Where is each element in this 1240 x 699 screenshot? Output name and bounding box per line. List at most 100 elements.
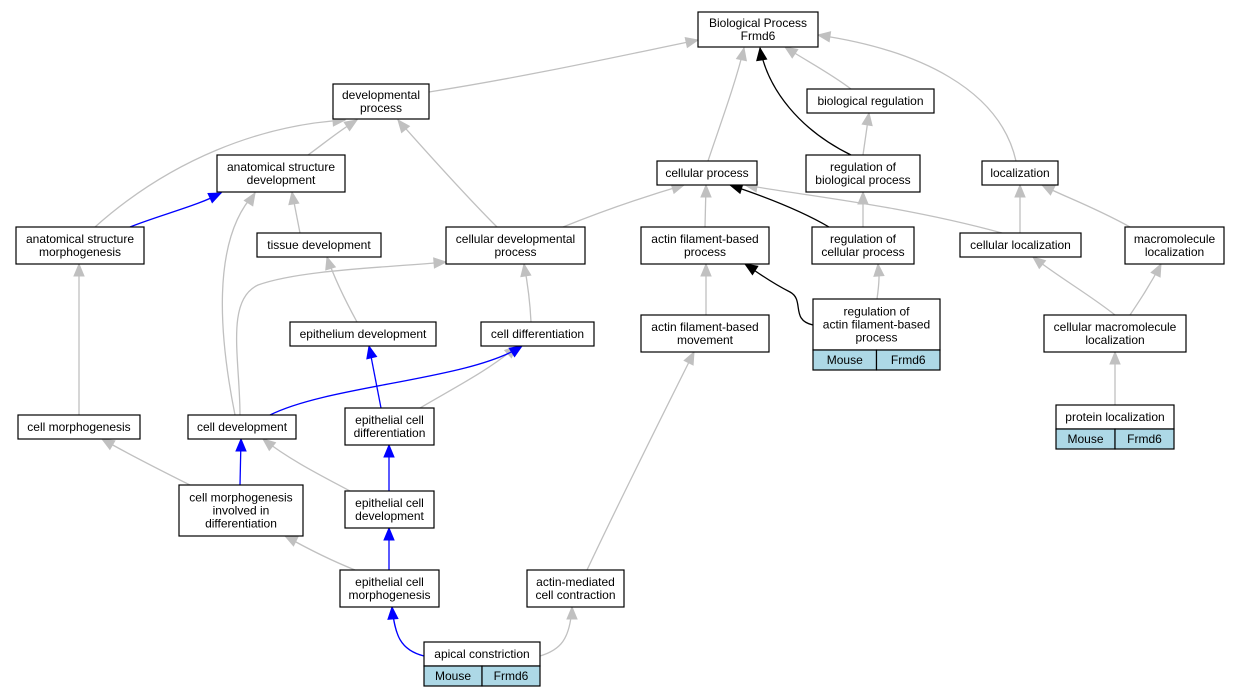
- node-label: process: [684, 245, 726, 259]
- go-term-node[interactable]: apical constriction: [423, 641, 541, 667]
- go-term-node[interactable]: cellular localization: [959, 232, 1082, 258]
- edge-arrowhead: [1040, 184, 1056, 196]
- node-box: [1043, 314, 1187, 353]
- node-label: development: [247, 173, 316, 187]
- node-box: [959, 232, 1082, 258]
- node-label: localization: [1145, 245, 1204, 259]
- go-term-node[interactable]: cell development: [187, 414, 297, 440]
- is-a-edge: [539, 606, 573, 657]
- edge-arrowhead: [1150, 262, 1162, 278]
- node-label: process: [494, 245, 536, 259]
- edge-arrowhead: [100, 438, 116, 451]
- go-term-node[interactable]: protein localization: [1055, 404, 1175, 430]
- node-label: epithelial cell: [355, 575, 424, 589]
- is-a-edge: [1032, 256, 1116, 316]
- go-term-node[interactable]: localization: [981, 160, 1059, 186]
- node-label: regulation of: [830, 160, 897, 174]
- edge-arrowhead: [861, 111, 873, 127]
- edge-arrowhead: [783, 46, 799, 59]
- node-label: epithelial cell: [355, 413, 424, 427]
- go-term-node[interactable]: cellular process: [656, 160, 758, 186]
- gene-cell: [875, 349, 941, 371]
- edge-arrowhead: [743, 263, 759, 276]
- gene-cell: [1114, 428, 1175, 450]
- node-label: actin-mediated: [536, 575, 615, 589]
- is-a-edge: [817, 34, 1017, 162]
- go-term-node[interactable]: cell morphogenesis: [17, 414, 141, 440]
- edge-arrowhead: [684, 36, 700, 49]
- node-label: differentiation: [205, 517, 277, 531]
- is-a-edge: [262, 438, 351, 492]
- edge-arrowhead: [73, 262, 85, 277]
- node-label: process: [360, 101, 402, 115]
- node-label: anatomical structure: [26, 232, 134, 246]
- node-label: epithelial cell: [355, 496, 424, 510]
- node-label: cellular developmental: [456, 232, 575, 246]
- go-term-node[interactable]: tissue development: [256, 232, 382, 258]
- node-label: process: [855, 331, 897, 345]
- part-of-edge: [129, 192, 222, 228]
- go-term-node[interactable]: epithelium development: [289, 321, 437, 347]
- edge-arrowhead: [566, 605, 578, 620]
- node-label: cellular process: [821, 245, 904, 259]
- node-box: [15, 226, 145, 265]
- edge-arrowhead: [700, 262, 712, 277]
- node-box: [806, 88, 935, 114]
- edge-arrowhead: [383, 526, 395, 541]
- gene-label: Frmd6: [1127, 432, 1162, 446]
- graph-nodes: Biological ProcessFrmd6developmentalproc…: [15, 11, 1225, 687]
- node-label: actin filament-based: [651, 232, 758, 246]
- node-label: developmental: [342, 88, 420, 102]
- edge-arrowhead: [683, 350, 695, 366]
- node-label: regulation of: [830, 232, 897, 246]
- node-box: [656, 160, 758, 186]
- edge-arrowhead: [816, 31, 832, 43]
- node-box: [697, 11, 819, 48]
- node-label: morphogenesis: [39, 245, 121, 259]
- node-label: cell morphogenesis: [27, 420, 130, 434]
- is-a-edge: [101, 438, 191, 486]
- edge-arrowhead: [433, 257, 448, 269]
- node-label: anatomical structure: [227, 160, 335, 174]
- node-label: involved in: [213, 504, 270, 518]
- edge-arrowhead: [700, 183, 712, 198]
- go-term-node[interactable]: biological regulation: [806, 88, 935, 114]
- edge-arrowhead: [873, 262, 885, 277]
- go-term-node[interactable]: cell differentiation: [480, 321, 595, 347]
- is-a-edge: [235, 261, 447, 416]
- is-a-edge: [744, 184, 1003, 234]
- node-box: [187, 414, 297, 440]
- node-box: [480, 321, 595, 347]
- node-box: [445, 226, 586, 265]
- edge-arrowhead: [387, 605, 399, 620]
- node-label: biological regulation: [817, 94, 923, 108]
- edge-arrowhead: [520, 262, 532, 278]
- node-label: cell morphogenesis: [189, 491, 292, 505]
- node-box: [1124, 226, 1225, 265]
- edge-arrowhead: [283, 535, 299, 547]
- edge-arrowhead: [261, 438, 277, 452]
- node-box: [811, 226, 915, 265]
- node-box: [640, 226, 770, 265]
- node-label: movement: [677, 333, 734, 347]
